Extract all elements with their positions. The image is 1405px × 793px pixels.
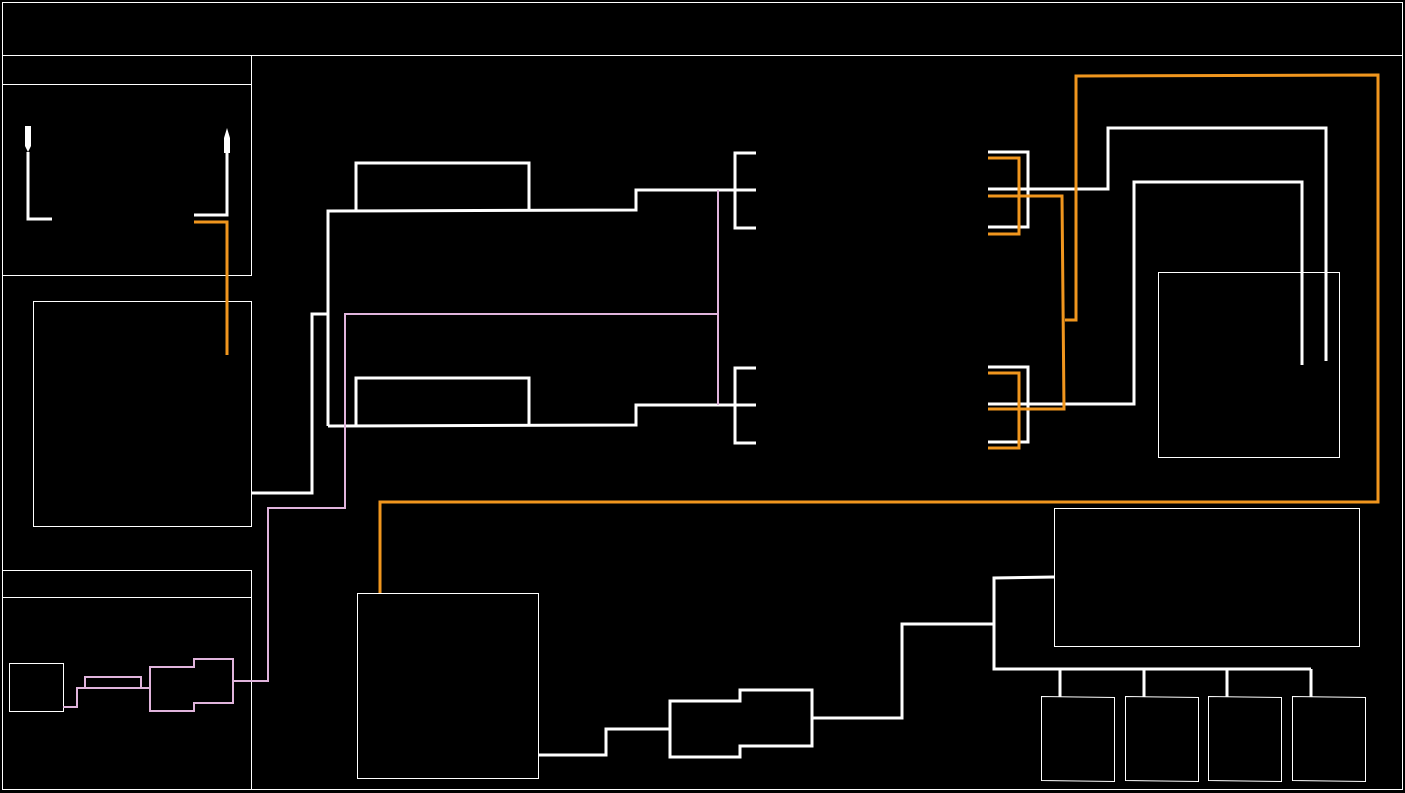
right-hub-box xyxy=(1054,508,1360,647)
output-box-3 xyxy=(1208,695,1282,783)
orange-probe-wire xyxy=(194,220,229,355)
lower-right-loop-wire xyxy=(988,180,1304,406)
hub-bus-wire xyxy=(992,575,1311,671)
pink-connector-icon xyxy=(149,658,234,712)
output-box-1 xyxy=(1041,695,1115,783)
upper-bypass-loop xyxy=(354,161,531,210)
lower-left-panel-header xyxy=(2,570,252,598)
left-probe-wire xyxy=(26,152,52,221)
pink-source-wire xyxy=(63,687,150,708)
probe-panel xyxy=(2,84,252,276)
left-module-box xyxy=(33,301,252,527)
pink-bypass-loop xyxy=(84,676,142,688)
right-probe-wire xyxy=(194,153,229,217)
lower-left-bracket xyxy=(733,366,756,445)
bottom-connector-icon xyxy=(668,688,814,759)
left-module-feed-wire xyxy=(251,312,328,495)
lower-main-wire xyxy=(327,403,734,428)
left-panel-header xyxy=(2,55,252,85)
lower-left-panel xyxy=(2,597,252,790)
output-box-2 xyxy=(1125,695,1199,783)
orange-right-link xyxy=(988,194,1066,411)
probe-tip-icon xyxy=(224,128,230,153)
output-box-4 xyxy=(1292,695,1366,783)
small-source-box xyxy=(9,663,64,712)
upper-right-loop-wire xyxy=(988,126,1328,361)
upper-left-bracket xyxy=(733,151,756,230)
probe-tip-icon xyxy=(25,126,31,152)
upper-main-wire xyxy=(326,188,734,426)
pink-main-wire xyxy=(233,313,718,682)
bottom-center-box xyxy=(357,593,539,779)
output-drop-wires xyxy=(1058,669,1313,697)
lower-bypass-loop xyxy=(354,376,531,425)
orange-outer-loop xyxy=(378,73,1380,593)
bottom-chain-wire-b xyxy=(812,622,993,720)
bottom-chain-wire-a xyxy=(538,727,670,757)
right-module-box xyxy=(1158,272,1340,458)
